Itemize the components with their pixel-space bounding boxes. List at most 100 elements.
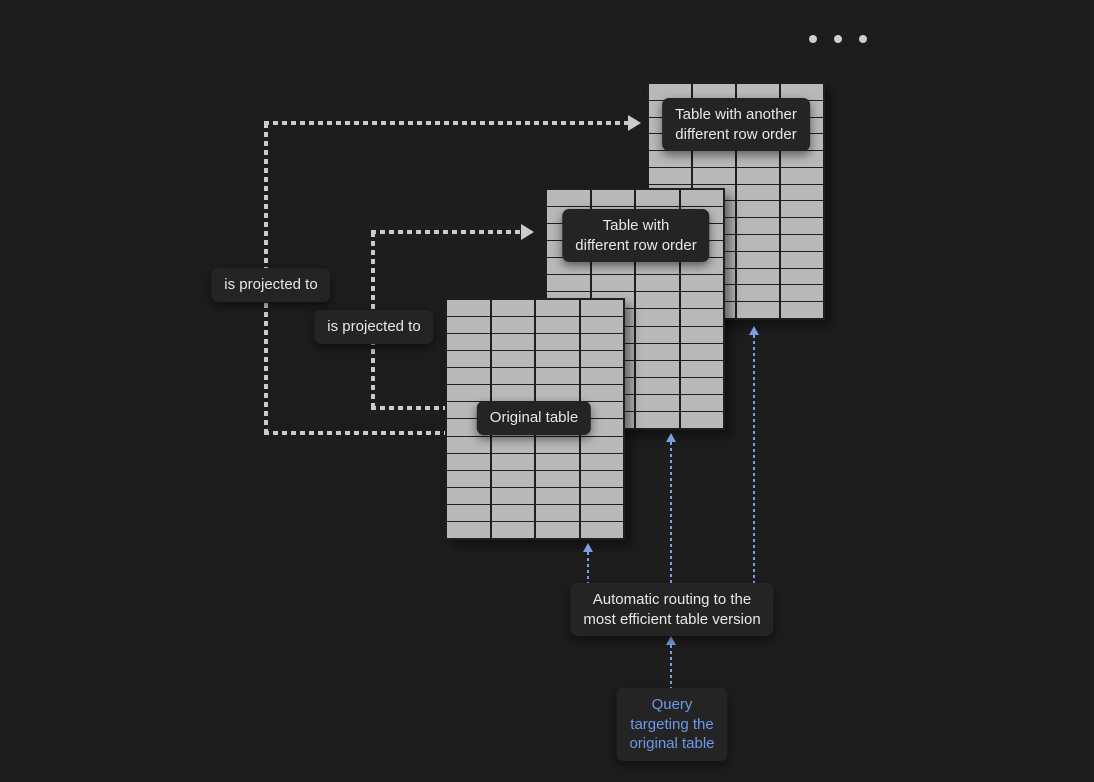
table-cell: [680, 190, 723, 207]
table-cell: [680, 292, 723, 309]
table-cell: [580, 470, 623, 487]
table-cell: [693, 84, 735, 100]
table-cell: [491, 521, 534, 538]
table-cell: [547, 190, 590, 207]
table-cell: [680, 309, 723, 326]
table-cell: [737, 184, 779, 201]
table-cell: [447, 453, 490, 470]
edge-label-is-projected-to-1: is projected to: [211, 268, 331, 302]
arrow-up-head-icon: [666, 636, 676, 645]
arrow-up-head-icon: [583, 543, 593, 552]
table-cell: [781, 201, 823, 218]
table-cell: [580, 368, 623, 385]
routing-arrow-to-another-order: [753, 335, 755, 583]
table-cell: [447, 317, 490, 334]
table-cell: [536, 317, 579, 334]
table-cell: [491, 487, 534, 504]
table-cell: [580, 521, 623, 538]
query-note-label: Query targeting the original table: [616, 688, 728, 761]
table-cell: [781, 302, 823, 318]
table-cell: [491, 368, 534, 385]
table-cell: [781, 84, 823, 100]
table-cell: [737, 285, 779, 302]
table-cell: [591, 275, 634, 292]
table-cell: [536, 300, 579, 317]
table-cell: [781, 184, 823, 201]
table-cell: [737, 251, 779, 268]
table-cell: [737, 167, 779, 184]
table-cell: [737, 84, 779, 100]
table-cell: [636, 360, 679, 377]
dot-icon: [834, 35, 842, 43]
arrow-right-head-icon: [628, 115, 641, 131]
table-cell: [536, 504, 579, 521]
table-cell: [580, 317, 623, 334]
table-cell: [491, 470, 534, 487]
table-cell: [680, 326, 723, 343]
table-cell: [680, 411, 723, 428]
table-cell: [680, 377, 723, 394]
table-cell: [580, 300, 623, 317]
table-cell: [536, 351, 579, 368]
table-cell: [547, 258, 590, 275]
table-cell: [680, 360, 723, 377]
table-cell: [580, 351, 623, 368]
ellipsis-dots-icon[interactable]: [809, 35, 867, 43]
table-cell: [636, 275, 679, 292]
projection-arrow-segment: [371, 406, 445, 410]
dot-icon: [809, 35, 817, 43]
projection-arrow-segment: [264, 431, 445, 435]
table-cell: [580, 453, 623, 470]
table-cell: [636, 343, 679, 360]
table-cell: [536, 436, 579, 453]
table-cell: [636, 394, 679, 411]
table-cell: [536, 368, 579, 385]
table-cell: [536, 453, 579, 470]
table-cell: [536, 334, 579, 351]
table-cell: [781, 218, 823, 235]
table-cell: [580, 334, 623, 351]
table-cell: [536, 470, 579, 487]
table-cell: [536, 487, 579, 504]
arrow-right-head-icon: [521, 224, 534, 240]
table-cell: [447, 385, 490, 402]
table-cell: [680, 275, 723, 292]
table-cell: [680, 258, 723, 275]
table-cell: [781, 151, 823, 167]
table-cell: [781, 235, 823, 251]
table-cell: [737, 235, 779, 251]
table-cell: [491, 436, 534, 453]
table-label-original: Original table: [476, 401, 592, 435]
table-cell: [649, 151, 691, 167]
table-cell: [649, 84, 691, 100]
table-cell: [580, 402, 623, 419]
table-cell: [580, 487, 623, 504]
table-cell: [547, 275, 590, 292]
routing-arrow-to-different-order: [670, 442, 672, 583]
query-to-routing-arrow: [670, 645, 672, 688]
table-cell: [491, 504, 534, 521]
table-cell: [447, 504, 490, 521]
routing-arrow-to-original: [587, 552, 589, 583]
dot-icon: [859, 35, 867, 43]
table-cell: [693, 151, 735, 167]
table-cell: [636, 190, 679, 207]
table-cell: [447, 436, 490, 453]
table-label-another-different-row-order: Table with another different row order: [662, 98, 810, 151]
arrow-up-head-icon: [749, 326, 759, 335]
table-cell: [636, 377, 679, 394]
projection-arrow-segment: [371, 230, 521, 234]
table-cell: [737, 151, 779, 167]
table-cell: [536, 521, 579, 538]
table-cell: [491, 334, 534, 351]
edge-label-is-projected-to-2: is projected to: [314, 310, 434, 344]
table-label-different-row-order: Table with different row order: [562, 209, 710, 262]
table-cell: [737, 268, 779, 285]
table-cell: [580, 419, 623, 436]
table-cell: [693, 167, 735, 184]
table-cell: [447, 351, 490, 368]
table-cell: [580, 385, 623, 402]
routing-note-label: Automatic routing to the most efficient …: [570, 583, 774, 636]
table-cell: [447, 487, 490, 504]
